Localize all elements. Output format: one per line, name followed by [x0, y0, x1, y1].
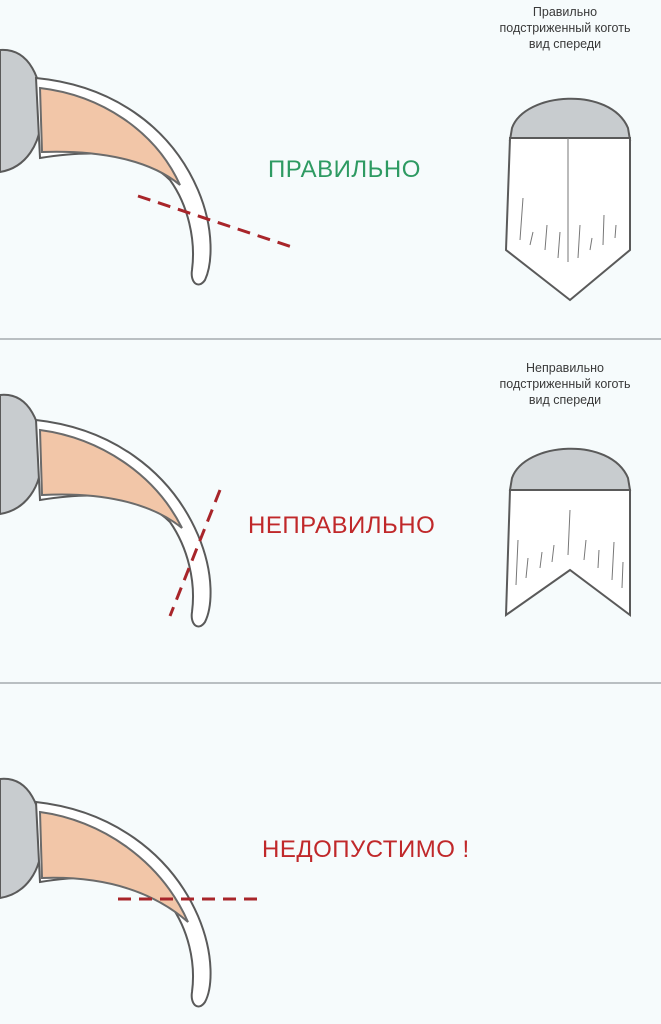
panel-wrong: НЕПРАВИЛЬНО Неправильно подстриженный ко…: [0, 340, 661, 682]
front-view-caption: Неправильно подстриженный коготь вид спе…: [465, 360, 661, 408]
verdict-label: НЕПРАВИЛЬНО: [248, 512, 436, 539]
paw: [0, 777, 44, 900]
panel-correct: ПРАВИЛЬНО Правильно подстриженный коготь…: [0, 0, 661, 338]
caption-line: вид спереди: [528, 393, 602, 407]
caption-line: Неправильно: [526, 361, 604, 375]
claw-diagram-unacceptable: [0, 777, 262, 1008]
panel-divider: [0, 338, 661, 340]
quick: [38, 428, 183, 529]
caption-line: вид спереди: [528, 37, 602, 51]
quick: [38, 810, 189, 923]
caption-line: подстриженный коготь: [499, 377, 631, 391]
paw: [0, 393, 44, 516]
front-view-correct: [504, 97, 632, 302]
claw-diagram-correct: [0, 48, 632, 302]
cut-line: [168, 489, 222, 617]
quick: [38, 86, 181, 186]
claw-diagram-wrong: [0, 393, 632, 628]
paw: [0, 48, 44, 174]
caption-line: подстриженный коготь: [499, 21, 631, 35]
caption-line: Правильно: [532, 5, 598, 19]
verdict-label: НЕДОПУСТИМО !: [262, 836, 470, 863]
front-view-caption: Правильно подстриженный коготь вид спере…: [465, 4, 661, 52]
verdict-label: ПРАВИЛЬНО: [268, 156, 421, 183]
panel-divider: [0, 682, 661, 684]
cut-line: [137, 194, 293, 249]
panel-unacceptable: НЕДОПУСТИМО !: [0, 684, 661, 1024]
front-view-wrong: [504, 447, 632, 617]
